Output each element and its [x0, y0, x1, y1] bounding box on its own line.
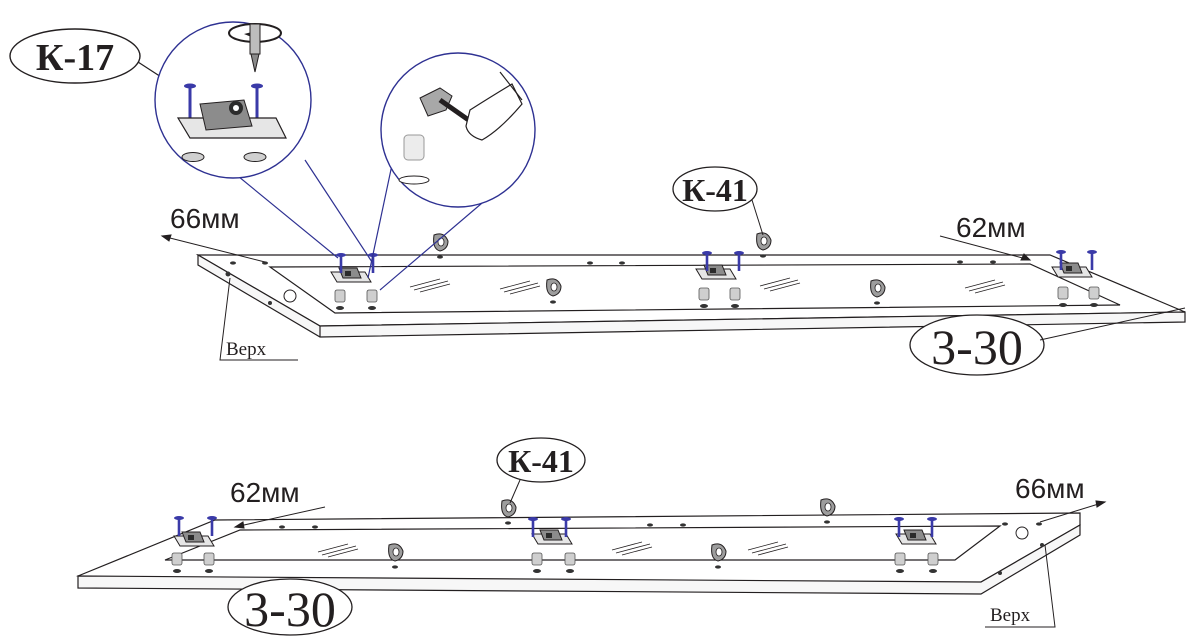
bottom-dimension-66	[1039, 500, 1107, 523]
verh-top-leader	[219, 277, 298, 361]
part-number-bottom: 3-30	[244, 581, 336, 637]
k17-ellipse	[9, 28, 141, 84]
top-dimension-62	[939, 235, 1032, 261]
part-number-bottom-ellipse	[227, 578, 353, 636]
k41-bottom-ellipse	[496, 437, 586, 483]
verh-top-label: Верх	[226, 339, 267, 360]
bottom-holes	[279, 522, 1044, 575]
dowel-icon	[398, 134, 430, 185]
k41-bottom-label: К-41	[508, 443, 574, 479]
k17-label: К-17	[36, 37, 114, 79]
dim-62-bottom: 62мм	[230, 477, 300, 508]
verh-bottom-leader	[985, 544, 1056, 628]
callout-screw-detail	[154, 21, 373, 263]
part-number-top: 3-30	[931, 319, 1023, 375]
top-dimension-66	[160, 234, 266, 263]
screwdriver-icon	[249, 23, 261, 73]
top-holes	[225, 260, 996, 305]
dim-66-bottom: 66мм	[1015, 473, 1085, 504]
k41-top-ellipse	[672, 166, 758, 212]
dim-66-top: 66мм	[170, 203, 240, 234]
hand-icon	[465, 71, 523, 141]
bottom-dimension-62	[233, 506, 326, 529]
verh-bottom-label: Верх	[990, 605, 1031, 626]
bottom-frame-panel	[75, 512, 1081, 595]
callout-hammer-detail	[367, 52, 536, 291]
dim-62-top: 62мм	[956, 212, 1026, 243]
part-number-top-ellipse	[909, 314, 1045, 376]
k41-top-label: К-41	[682, 172, 748, 208]
top-frame-panel	[195, 253, 1186, 338]
